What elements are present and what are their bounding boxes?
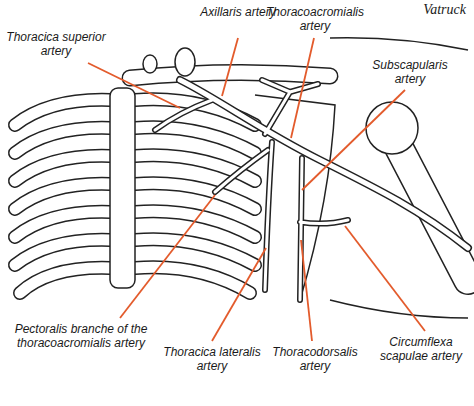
part-label: Subscapularis artery xyxy=(358,58,462,86)
cut-vessels xyxy=(143,48,195,76)
leader-line xyxy=(222,38,238,96)
humeral-head xyxy=(366,102,418,154)
clavicle-outline xyxy=(130,72,330,78)
leader-line xyxy=(291,38,314,138)
sternum xyxy=(110,88,135,288)
leader-line xyxy=(88,63,180,108)
signature: Vatruck xyxy=(400,3,466,17)
leader-line xyxy=(345,226,425,331)
part-label: Pectoralis branche of the thoracoacromia… xyxy=(2,322,160,350)
part-label: Thoracica superior artery xyxy=(2,30,110,58)
clavicle-fill xyxy=(130,72,330,78)
clavicle xyxy=(130,72,330,78)
leader-line xyxy=(301,240,312,341)
arteries xyxy=(155,80,468,300)
arm-outline xyxy=(330,300,468,318)
part-label: Circumflexa scapulae artery xyxy=(372,335,470,363)
leader-line xyxy=(212,248,266,341)
leader-line xyxy=(302,90,405,190)
leader-line xyxy=(120,195,215,318)
artery-fill xyxy=(155,80,348,300)
leader-lines xyxy=(88,38,425,341)
part-label: Thoracodorsalis artery xyxy=(266,345,364,373)
part-label: Thoracoacromialis artery xyxy=(266,5,364,33)
cut-vessel xyxy=(175,48,195,76)
artery-outline xyxy=(155,80,348,300)
part-label: Thoracica lateralis artery xyxy=(158,345,266,373)
shoulder-line xyxy=(330,38,468,50)
cut-vessel xyxy=(143,55,157,73)
